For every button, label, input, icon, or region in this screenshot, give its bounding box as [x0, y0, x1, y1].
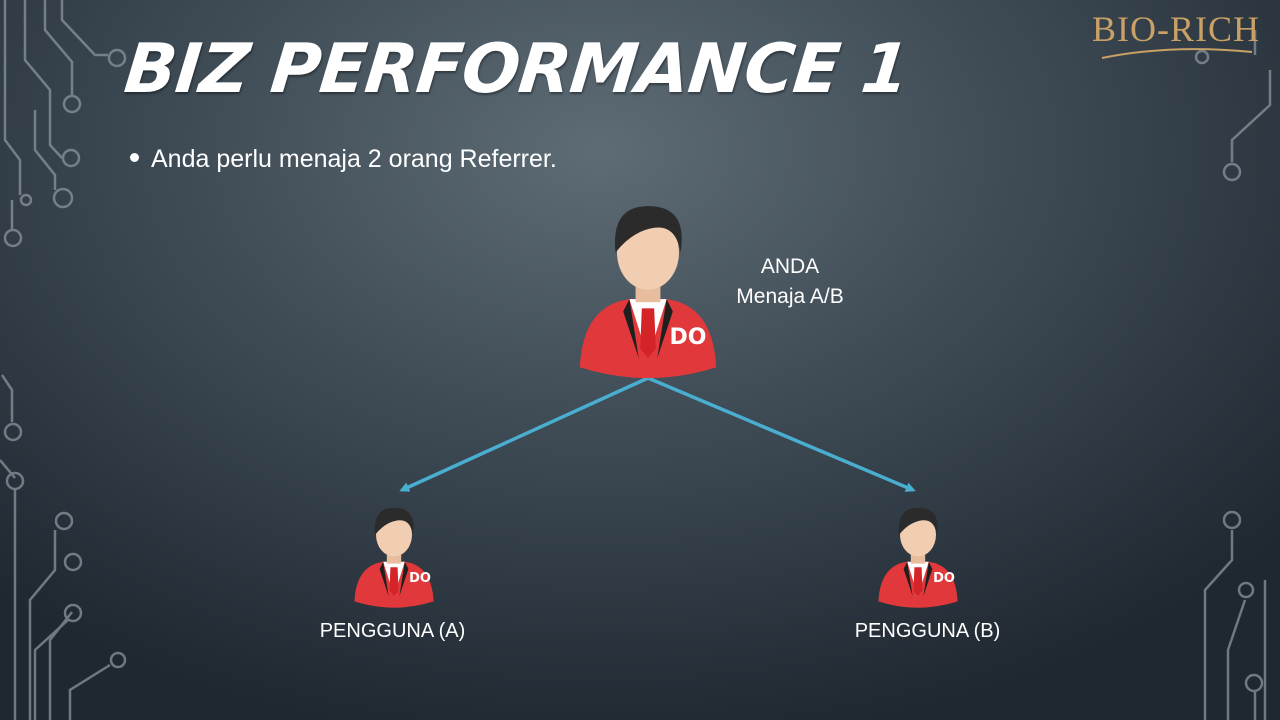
child-a-badge: DO [409, 571, 431, 586]
bullet-dot-icon [130, 152, 139, 162]
child-b-badge: DO [933, 571, 955, 586]
arrow-to-a [399, 376, 649, 492]
logo-swoosh-icon [1101, 48, 1253, 59]
bio-rich-logo: BIO-RICH [1092, 8, 1267, 68]
root-subtitle: Menaja A/B [736, 285, 844, 308]
root-label: ANDA Menaja A/B [720, 252, 860, 312]
root-name: ANDA [760, 255, 820, 278]
bullet-point: Anda perlu menaja 2 orang Referrer. [130, 145, 557, 174]
bullet-text: Anda perlu menaja 2 orang Referrer. [151, 145, 557, 173]
child-a-label: PENGGUNA (A) [319, 620, 466, 642]
root-badge: DO [670, 325, 707, 350]
child-b-label: PENGGUNA (B) [854, 620, 1001, 642]
logo-text: BIO-RICH [1092, 9, 1260, 49]
arrow-to-b [647, 376, 916, 492]
